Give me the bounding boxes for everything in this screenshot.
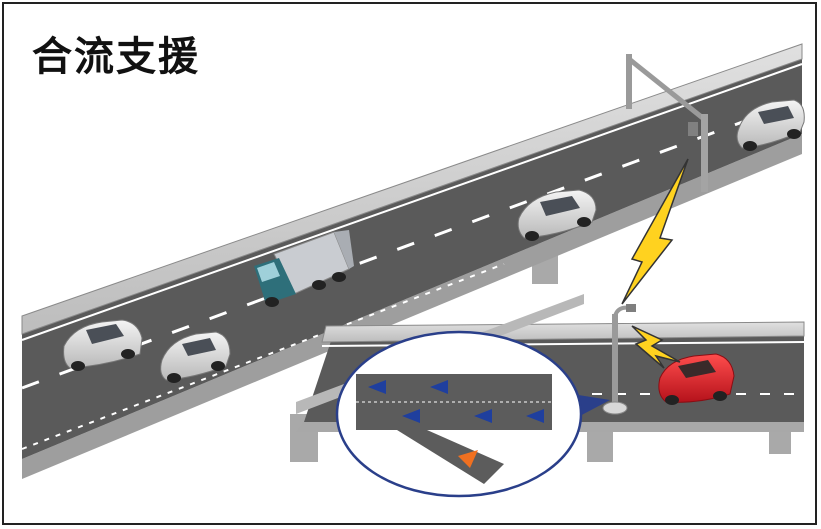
sensor-pole-icon <box>602 304 636 415</box>
merge-callout <box>335 330 583 498</box>
gantry-pole <box>626 54 708 192</box>
truck-icon <box>254 230 354 307</box>
car-icon <box>517 189 597 241</box>
merging-car-icon <box>658 353 735 405</box>
diagram-title: 合流支援 <box>32 34 200 80</box>
car-icon <box>63 319 143 371</box>
roadside-sensor <box>688 122 698 136</box>
merge-scene <box>21 43 805 498</box>
car-icon <box>160 331 231 383</box>
lightning-bolt-icon <box>621 158 689 305</box>
car-icon <box>736 99 805 151</box>
lightning-bolt-icon <box>631 325 681 369</box>
vehicle-marker-icon <box>368 380 544 468</box>
callout-ramp <box>397 430 504 484</box>
